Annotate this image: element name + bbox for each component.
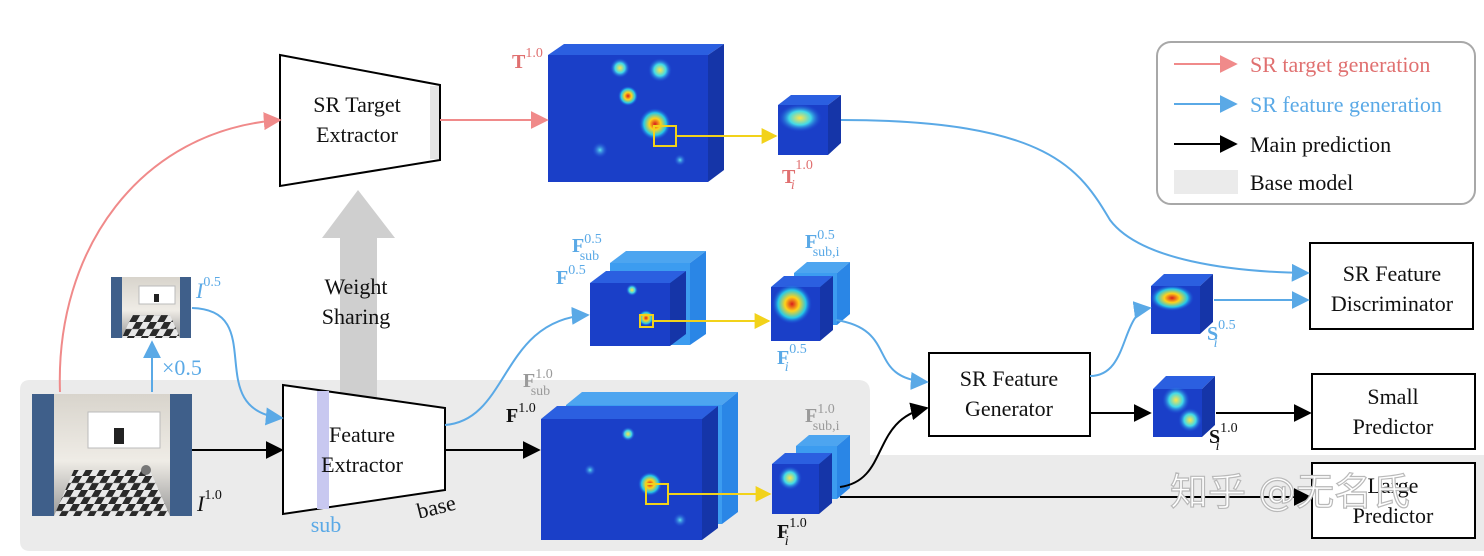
symbol-i-half: I0.5 [195,275,221,303]
symbol-f-half: F0.5 [556,263,586,289]
weight-sharing-label-2: Sharing [322,304,390,329]
watermark: 知乎 @无名氏 [1170,470,1410,514]
feature-extractor-sub-strip [317,391,329,509]
sr-feature-discriminator-box [1309,242,1474,330]
blue-arrow-patch-to-generator [835,319,929,390]
legend-main-text: Main prediction [1250,132,1391,157]
symbol-f-full: F1.0 [506,401,536,427]
weight-sharing-label-1: Weight [325,274,388,299]
red-arrow-image-to-target-extractor [58,112,282,393]
sr-feature-full-cube [1153,376,1215,437]
sr-feature-discriminator-label-1: SR Feature [1343,261,1441,286]
small-predictor-label-1: Small [1367,384,1418,409]
input-image-full [32,394,192,516]
sr-target-extractor-label-1: SR Target [313,92,400,117]
blue-arrow-half-image-to-extractor [191,307,284,426]
blue-arrow-generator-to-sr-half [1089,301,1152,377]
feature-map-full [541,392,738,540]
feature-extractor-label-1: Feature [329,422,395,447]
sr-feature-generator-label-2: Generator [965,396,1054,421]
large-predictor-label-1: Large [1368,473,1419,498]
target-feature-map [548,44,724,182]
legend-target-text: SR target generation [1250,52,1430,77]
blue-arrow-extractor-to-half-features [444,306,590,426]
target-patch-cube [778,95,841,155]
legend: SR target generation SR feature generati… [1156,41,1476,205]
sr-target-extractor-box [279,53,441,188]
blue-arrow-target-to-discriminator [840,119,1310,282]
symbol-i-full: I1.0 [196,488,222,516]
sr-feature-generator-label-1: SR Feature [960,366,1058,391]
large-predictor-label-2: Predictor [1353,503,1434,528]
small-predictor-box [1311,373,1476,450]
symbol-t-full: T1.0 [512,46,543,73]
sr-feature-generator-box [928,352,1091,437]
large-predictor-box [1311,462,1476,539]
input-image-half [111,277,191,338]
base-model-region [20,380,1484,551]
sub-label: sub [311,512,342,537]
black-arrow-patch-to-generator [839,402,929,488]
legend-base-text: Base model [1250,170,1353,195]
sr-target-extractor-base-strip [430,86,439,159]
feature-extractor-label-2: Extractor [321,452,404,477]
downscale-label: ×0.5 [162,355,202,380]
small-predictor-label-2: Predictor [1353,414,1434,439]
sr-feature-half-cube [1150,274,1213,334]
legend-feature-text: SR feature generation [1250,92,1442,117]
feature-map-half [590,251,706,346]
feature-patch-full-cube [772,435,850,514]
feature-patch-half-cube [771,262,850,341]
sr-feature-discriminator-label-2: Discriminator [1331,291,1454,316]
sr-target-extractor-label-2: Extractor [316,122,399,147]
weight-sharing-arrow [322,190,395,400]
legend-base-swatch [1174,170,1238,194]
